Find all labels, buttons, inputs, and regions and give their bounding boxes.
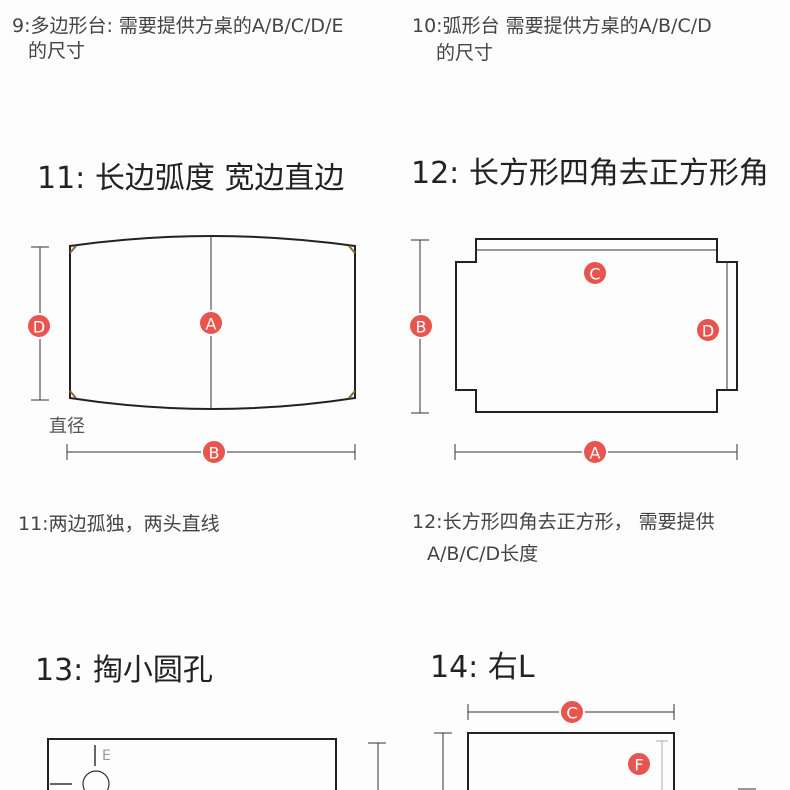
heading-13: 13: 掏小圆孔 bbox=[35, 653, 213, 688]
svg-text:F: F bbox=[634, 756, 643, 775]
marker-c-14: C bbox=[559, 699, 585, 725]
marker-a-11: A bbox=[198, 310, 224, 336]
caption-11: 11:两边孤独，两头直线 bbox=[18, 513, 220, 535]
svg-text:D: D bbox=[33, 318, 45, 337]
caption-9-line1: 9:多边形台: 需要提供方桌的A/B/C/D/E bbox=[12, 15, 344, 37]
svg-text:A: A bbox=[206, 315, 217, 334]
svg-text:D: D bbox=[702, 322, 714, 341]
caption-10-line2: 的尺寸 bbox=[436, 42, 494, 64]
marker-b-11: B bbox=[201, 439, 227, 465]
svg-text:C: C bbox=[589, 265, 600, 284]
marker-b-12: B bbox=[408, 313, 434, 339]
label-e: E bbox=[102, 748, 111, 764]
marker-a-12: A bbox=[582, 439, 608, 465]
heading-14: 14: 右L bbox=[430, 650, 535, 685]
marker-f-14: F bbox=[626, 751, 652, 777]
svg-text:C: C bbox=[566, 704, 577, 723]
caption-12-line1: 12:长方形四角去正方形， 需要提供 bbox=[412, 511, 715, 533]
svg-text:B: B bbox=[209, 444, 220, 463]
svg-text:B: B bbox=[416, 318, 427, 337]
label-diameter: 直径 bbox=[49, 416, 85, 437]
caption-10-line1: 10:弧形台 需要提供方桌的A/B/C/D bbox=[412, 15, 712, 37]
caption-9-line2: 的尺寸 bbox=[28, 40, 86, 62]
marker-d-11: D bbox=[26, 313, 52, 339]
heading-12: 12: 长方形四角去正方形角 bbox=[411, 156, 769, 191]
marker-c-12: C bbox=[582, 260, 608, 286]
svg-text:A: A bbox=[590, 444, 601, 463]
caption-12-line2: A/B/C/D长度 bbox=[427, 543, 539, 565]
marker-d-12: D bbox=[695, 317, 721, 343]
heading-11: 11: 长边弧度 宽边直边 bbox=[37, 161, 345, 196]
